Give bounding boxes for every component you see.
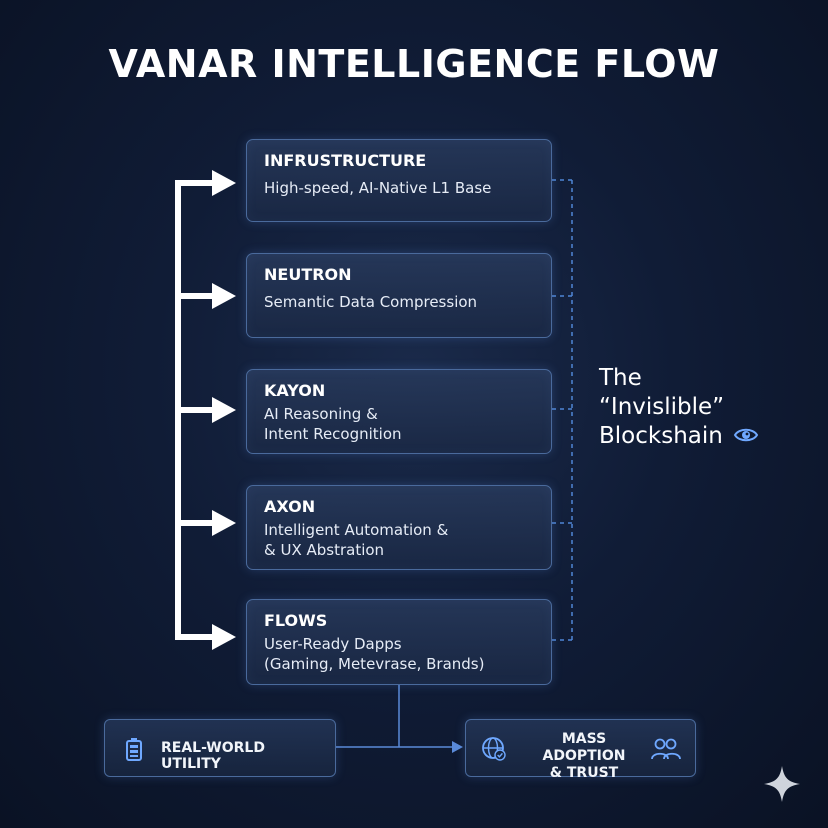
invisible-bracket bbox=[552, 179, 573, 641]
layer-name: KAYON bbox=[264, 381, 326, 400]
arrow-axon bbox=[175, 510, 236, 536]
side-note-line1: The bbox=[599, 365, 642, 391]
layer-name: FLOWS bbox=[264, 611, 328, 630]
battery-icon bbox=[126, 738, 142, 761]
flow-arrows bbox=[175, 170, 236, 650]
page-title: VANAR INTELLIGENCE FLOW bbox=[108, 42, 720, 86]
layer-kayon: KAYON AI Reasoning & Intent Recognition bbox=[246, 369, 552, 454]
eye-icon bbox=[733, 428, 759, 442]
layer-description: User-Ready Dapps (Gaming, Metevrase, Bra… bbox=[264, 635, 485, 673]
layer-name: NEUTRON bbox=[264, 265, 352, 284]
mass-adoption-line2: & TRUST bbox=[549, 765, 619, 781]
arrow-kayon bbox=[175, 397, 236, 423]
layer-name: INFRUSTRUCTURE bbox=[264, 151, 427, 170]
sparkle-icon bbox=[764, 766, 800, 802]
layer-name: AXON bbox=[264, 497, 316, 516]
layer-description: Semantic Data Compression bbox=[264, 293, 478, 311]
bottom-connector bbox=[336, 684, 452, 748]
mass-adoption-line1: MASS ADOPTION bbox=[542, 731, 626, 764]
arrow-neutron bbox=[175, 283, 236, 309]
layer-flows: FLOWS User-Ready Dapps (Gaming, Metevras… bbox=[246, 599, 552, 685]
mass-adoption-box: MASS ADOPTION & TRUST bbox=[465, 719, 696, 781]
layer-infrastructure: INFRUSTRUCTURE High-speed, AI-Native L1 … bbox=[246, 139, 552, 222]
bottom-arrowhead bbox=[452, 741, 463, 753]
side-note-line2: “Invislible” bbox=[599, 394, 725, 420]
layer-description: AI Reasoning & Intent Recognition bbox=[264, 405, 402, 443]
people-icon bbox=[651, 738, 681, 760]
layer-neutron: NEUTRON Semantic Data Compression bbox=[246, 253, 552, 338]
globe-check-icon bbox=[482, 737, 506, 761]
arrow-flows bbox=[175, 624, 236, 650]
layer-axon: AXON Intelligent Automation & & UX Abstr… bbox=[246, 485, 552, 570]
real-world-utility-box: REAL-WORLD UTILITY bbox=[104, 719, 336, 777]
layer-description: High-speed, AI-Native L1 Base bbox=[264, 179, 492, 197]
arrow-infrastructure bbox=[175, 170, 236, 196]
layer-description: Intelligent Automation & & UX Abstration bbox=[264, 521, 449, 559]
invisible-blockchain-note: The “Invislible” Blockshain bbox=[599, 364, 759, 451]
mass-adoption-label: MASS ADOPTION & TRUST bbox=[518, 731, 650, 782]
side-note-line3: Blockshain bbox=[599, 423, 723, 449]
real-world-utility-label: REAL-WORLD UTILITY bbox=[161, 740, 265, 772]
